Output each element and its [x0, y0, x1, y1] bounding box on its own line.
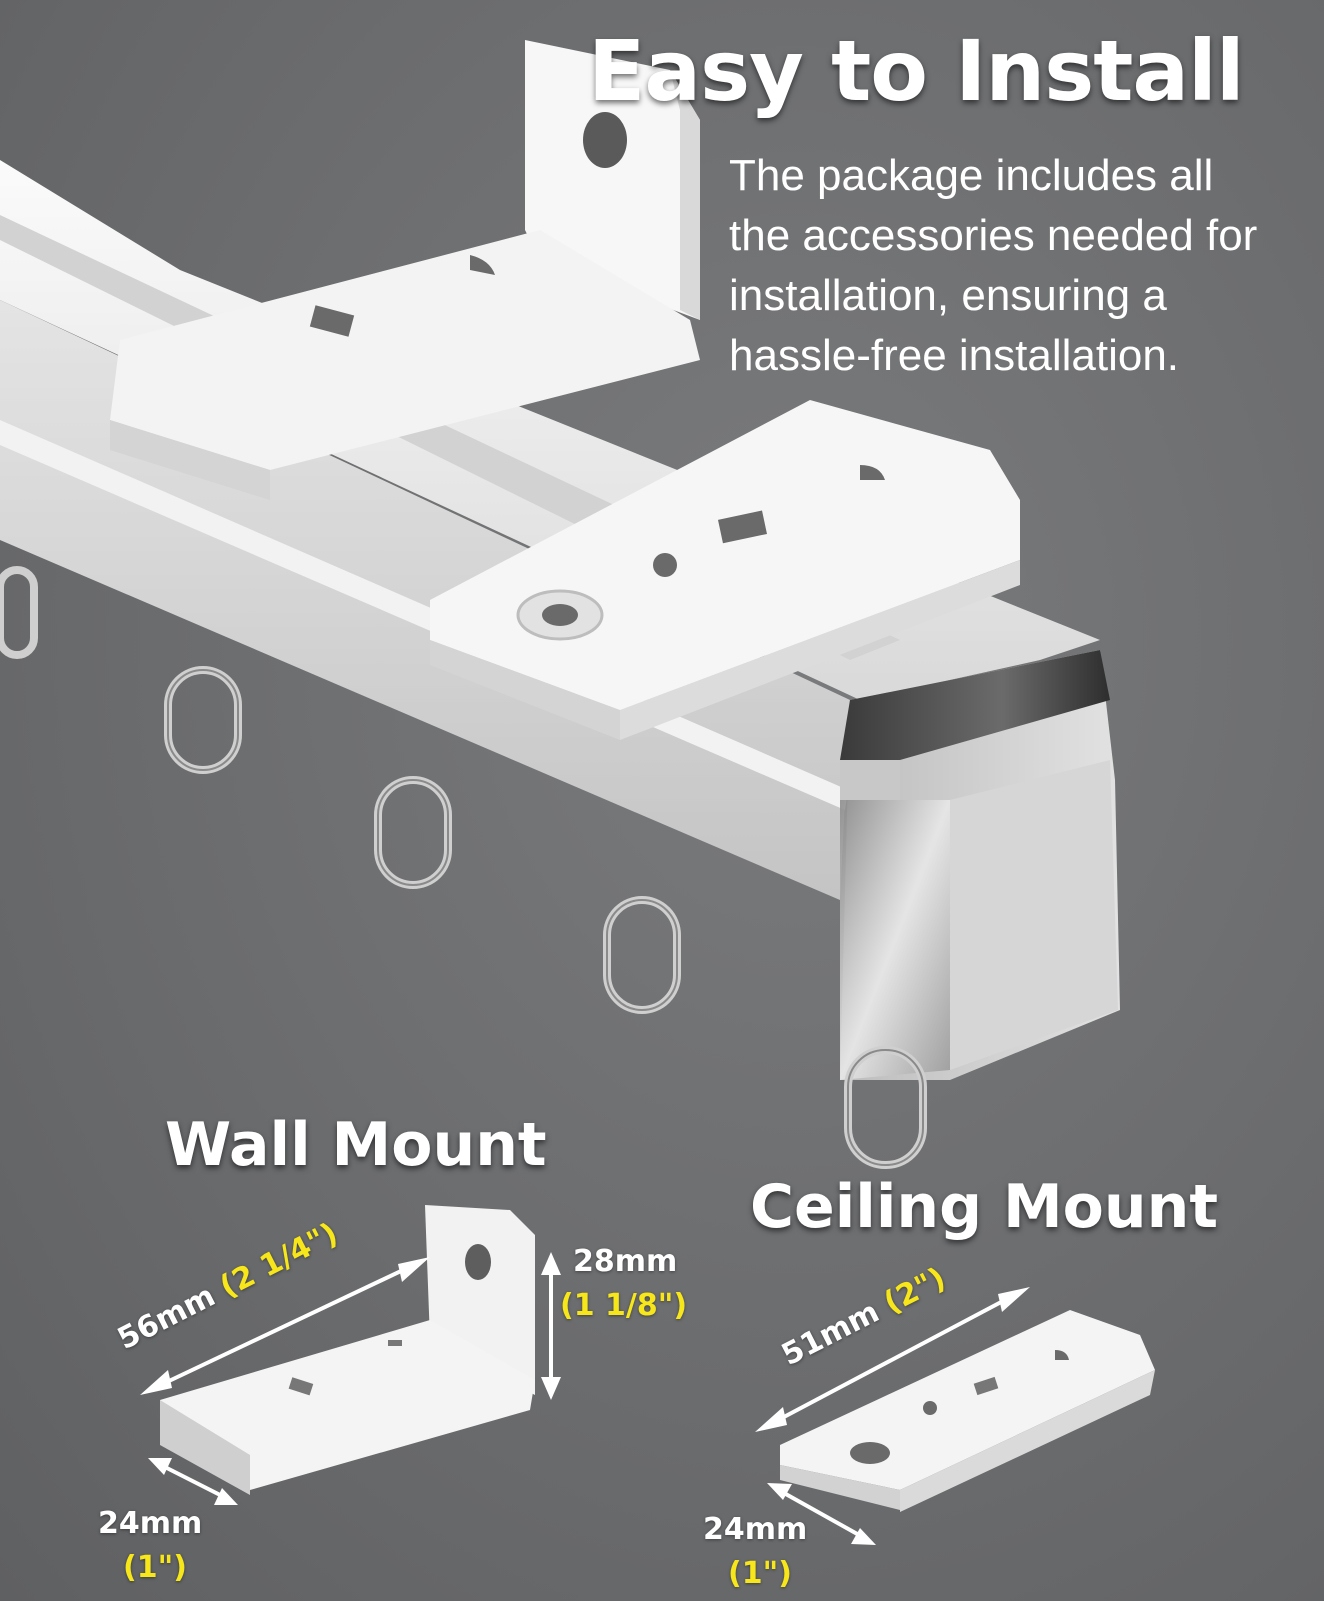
- ceiling-mount-title: Ceiling Mount: [750, 1172, 1219, 1242]
- description-line: The package includes all: [729, 151, 1214, 200]
- wall-mount-title: Wall Mount: [165, 1110, 547, 1180]
- page-title: Easy to Install: [588, 22, 1245, 120]
- description-line: the accessories needed for: [729, 211, 1258, 260]
- ceiling-width-in: (1"): [728, 1556, 792, 1591]
- wall-mount-bracket: [160, 1205, 535, 1495]
- description-line: installation, ensuring a: [729, 271, 1167, 320]
- ceiling-mount-bracket: [780, 1310, 1155, 1512]
- wall-height-mm: 28mm: [573, 1244, 678, 1279]
- ceiling-bracket: [430, 400, 1020, 740]
- wall-height-in: (1 1/8"): [560, 1288, 688, 1323]
- wall-width-in: (1"): [123, 1550, 187, 1585]
- wall-bracket: [110, 40, 700, 500]
- description-line: hassle-free installation.: [729, 331, 1180, 380]
- ceiling-width-mm: 24mm: [703, 1512, 808, 1547]
- dimension-arrows: [140, 1252, 1030, 1545]
- wall-width-mm: 24mm: [98, 1506, 203, 1541]
- description: The package includes all the accessories…: [729, 146, 1319, 386]
